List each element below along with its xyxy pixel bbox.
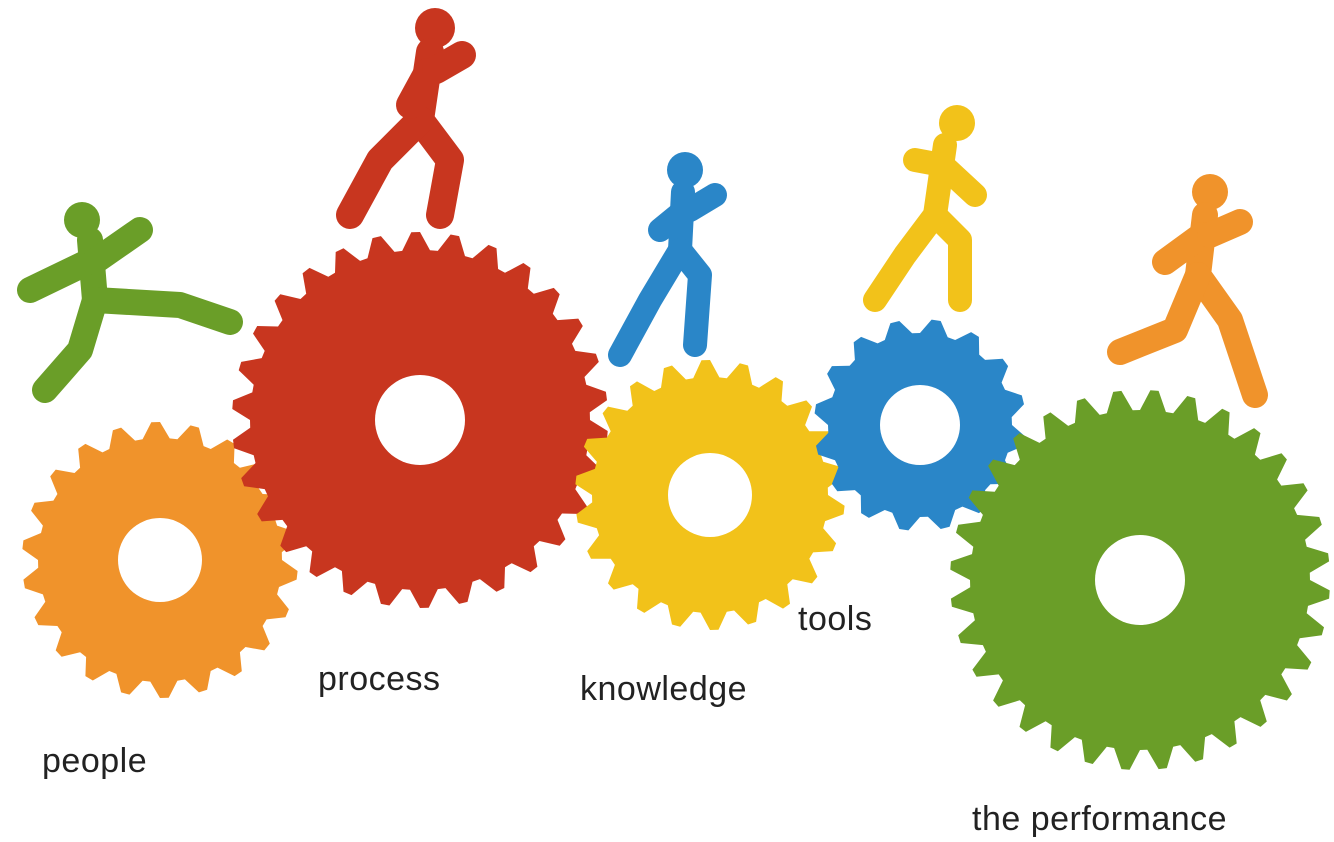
gear-performance bbox=[950, 390, 1330, 770]
runner-green-icon bbox=[17, 202, 243, 403]
runner-yellow-icon bbox=[863, 105, 987, 312]
label-process: process bbox=[318, 660, 441, 698]
gear-process-hub bbox=[375, 375, 465, 465]
runner-orange-icon bbox=[1107, 174, 1268, 408]
gear-performance-hub bbox=[1095, 535, 1185, 625]
gear-tools-hub bbox=[880, 385, 960, 465]
label-performance: the performance bbox=[972, 800, 1228, 838]
gear-process bbox=[232, 232, 608, 608]
gear-tools bbox=[814, 319, 1026, 531]
label-tools: tools bbox=[798, 600, 873, 638]
gear-knowledge bbox=[575, 360, 845, 630]
label-knowledge: knowledge bbox=[580, 670, 748, 708]
runner-red-icon bbox=[336, 8, 476, 229]
gear-knowledge-hub bbox=[668, 453, 752, 537]
runner-blue-icon bbox=[608, 152, 727, 367]
gear-people bbox=[22, 422, 298, 698]
label-people: people bbox=[42, 742, 148, 780]
gear-people-hub bbox=[118, 518, 202, 602]
